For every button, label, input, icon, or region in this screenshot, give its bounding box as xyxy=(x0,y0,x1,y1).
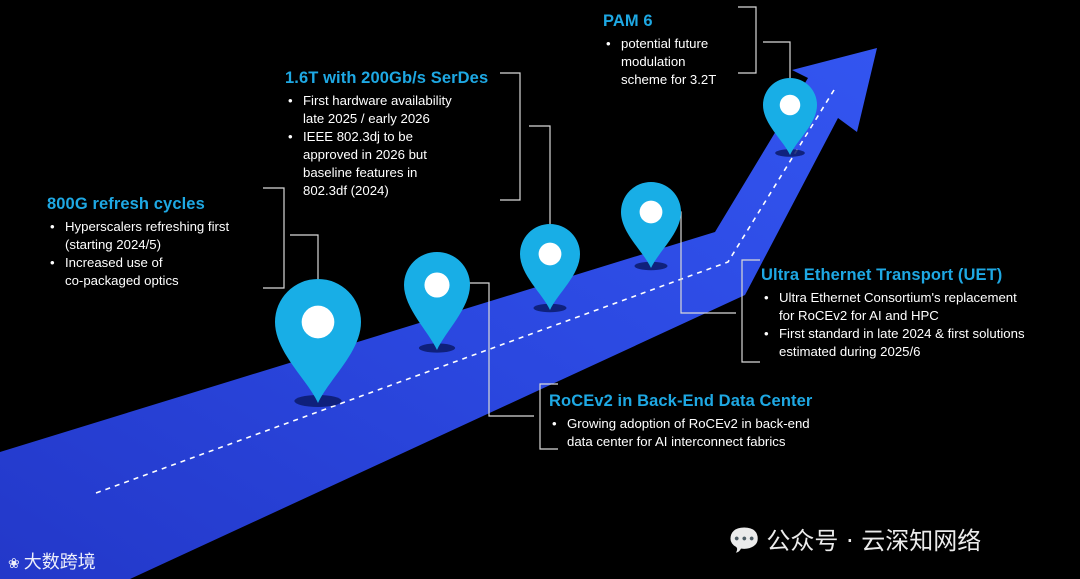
map-pin-icon xyxy=(520,224,580,310)
bullet-text: IEEE 802.3dj to be approved in 2026 but … xyxy=(303,129,427,198)
callout-bullet: IEEE 802.3dj to be approved in 2026 but … xyxy=(285,128,488,200)
connector-pam6 xyxy=(763,41,791,90)
callout-bullet: First hardware availability late 2025 / … xyxy=(285,92,488,128)
bracket-1-6t xyxy=(500,72,521,201)
watermark-left: ❀大数跨境 xyxy=(8,548,96,574)
bullet-text: Ultra Ethernet Consortium's replacement … xyxy=(779,290,1017,323)
watermark-logo-icon: ❀ xyxy=(8,556,20,572)
pin-center-dot xyxy=(779,94,801,116)
bracket-uet xyxy=(741,259,760,363)
pin-rocev2 xyxy=(404,252,470,353)
callout-800g: 800G refresh cycles Hyperscalers refresh… xyxy=(47,195,229,290)
callout-title: 800G refresh cycles xyxy=(47,195,205,213)
callout-bullet: Growing adoption of RoCEv2 in back-end d… xyxy=(549,415,812,451)
connector-800g xyxy=(290,234,319,287)
callout-bullet: Increased use of co-packaged optics xyxy=(47,254,229,290)
map-pin-icon xyxy=(621,182,681,268)
bracket-pam6 xyxy=(738,6,757,74)
callout-bullet: potential future modulation scheme for 3… xyxy=(603,35,716,89)
bullet-text: Increased use of co-packaged optics xyxy=(65,255,179,288)
road-center-line xyxy=(95,89,835,494)
bullet-text: First hardware availability late 2025 / … xyxy=(303,93,452,126)
callout-title: 1.6T with 200Gb/s SerDes xyxy=(285,69,489,87)
callout-title: RoCEv2 in Back-End Data Center xyxy=(549,392,813,410)
callout-pam6: PAM 6 potential future modulation scheme… xyxy=(603,12,716,89)
bullet-text: First standard in late 2024 & first solu… xyxy=(779,326,1025,359)
pin-1-6t xyxy=(520,224,580,313)
bullet-text: Hyperscalers refreshing first (starting … xyxy=(65,219,230,252)
map-pin-icon xyxy=(763,78,817,155)
pin-pam6 xyxy=(763,78,817,157)
pin-uet xyxy=(621,182,681,271)
callout-bullet: First standard in late 2024 & first solu… xyxy=(761,325,1025,361)
watermark-right: 💬公众号 · 云深知网络 xyxy=(728,521,981,556)
callout-rocev2: RoCEv2 in Back-End Data Center Growing a… xyxy=(549,392,812,451)
wechat-icon: 💬 xyxy=(728,526,761,556)
map-pin-icon xyxy=(404,252,470,350)
callout-bullet: Ultra Ethernet Consortium's replacement … xyxy=(761,289,1025,325)
connector-rocev2 xyxy=(458,282,534,417)
callout-title: Ultra Ethernet Transport (UET) xyxy=(761,266,1003,284)
bullet-text: potential future modulation scheme for 3… xyxy=(621,36,717,87)
bullet-text: Growing adoption of RoCEv2 in back-end d… xyxy=(567,416,810,449)
connector-1-6t xyxy=(529,125,551,240)
watermark-right-text: 公众号 · 云深知网络 xyxy=(766,527,982,555)
watermark-left-text: 大数跨境 xyxy=(23,552,96,573)
map-pin-icon xyxy=(274,278,361,403)
road-arrow xyxy=(0,48,877,579)
pin-center-dot xyxy=(639,200,663,224)
callout-1-6t: 1.6T with 200Gb/s SerDes First hardware … xyxy=(285,69,488,200)
callout-uet: Ultra Ethernet Transport (UET) Ultra Eth… xyxy=(761,266,1025,361)
pin-center-dot xyxy=(424,272,450,298)
callout-title: PAM 6 xyxy=(603,12,653,30)
pin-800g xyxy=(274,278,361,408)
pin-center-dot xyxy=(301,305,335,339)
callout-bullet: Hyperscalers refreshing first (starting … xyxy=(47,218,229,254)
pin-center-dot xyxy=(538,242,562,266)
bracket-800g xyxy=(263,187,285,289)
